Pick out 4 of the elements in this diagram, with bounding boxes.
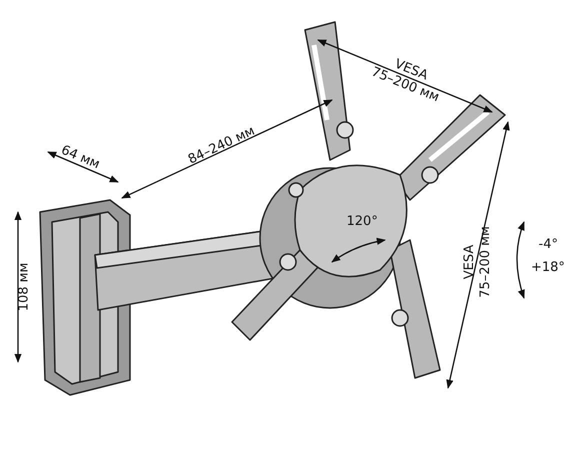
- angle-label: 120°: [346, 214, 378, 230]
- dimension-label: 64 мм: [58, 142, 102, 174]
- angle-label: +18°: [531, 260, 565, 276]
- angle-label: -4°: [538, 237, 558, 253]
